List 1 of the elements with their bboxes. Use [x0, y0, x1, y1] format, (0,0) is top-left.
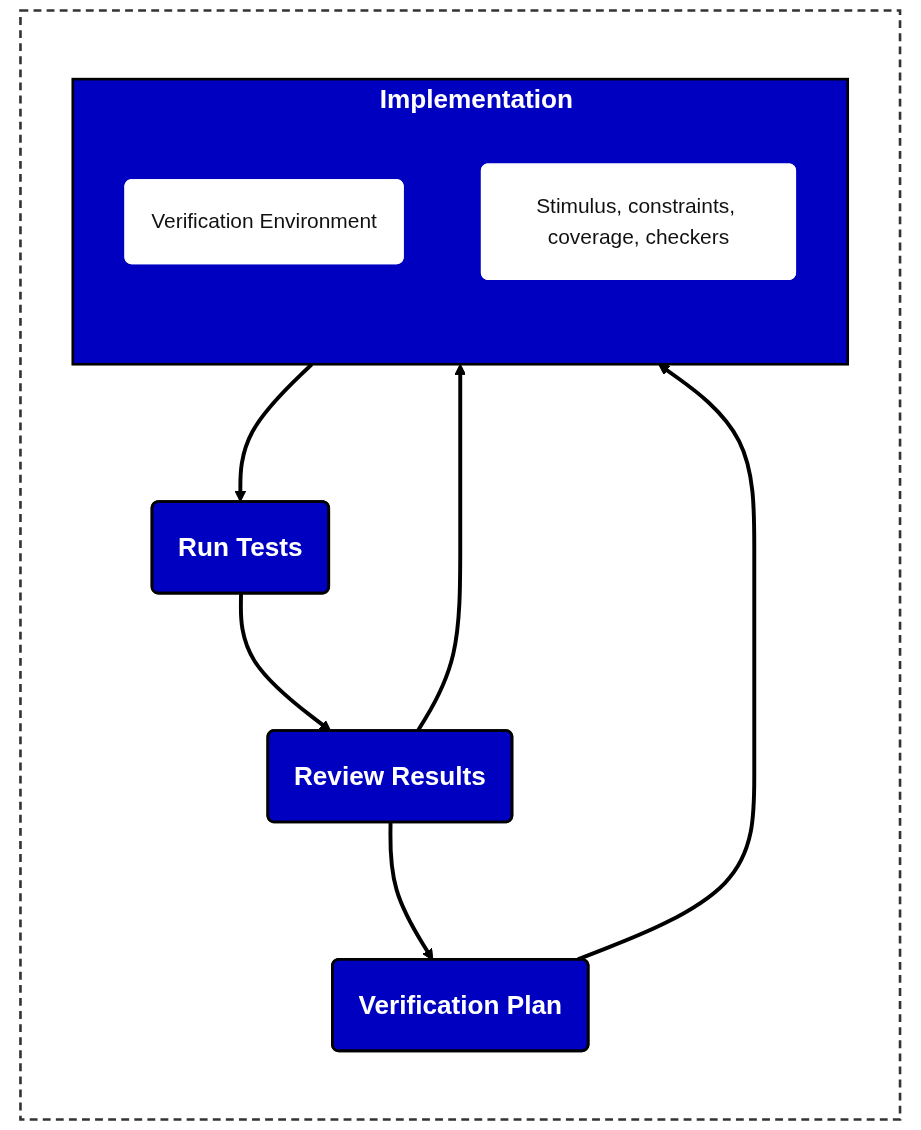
- cluster: [19, 9, 902, 1121]
